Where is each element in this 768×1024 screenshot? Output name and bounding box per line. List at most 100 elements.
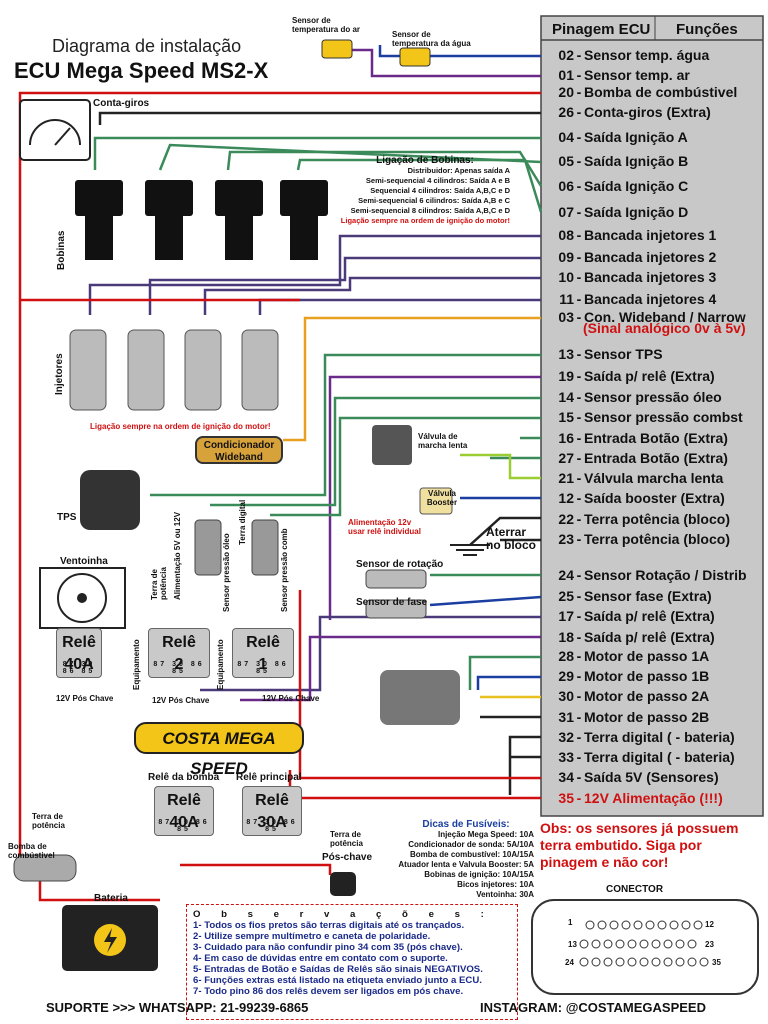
- wire-relay-19: [328, 375, 541, 620]
- wires: [18, 45, 543, 902]
- wire-5v: [298, 590, 541, 780]
- booster-supply-label: Alimentação 12v usar relê individual: [348, 518, 421, 536]
- conn-pin-1: 1: [568, 918, 573, 927]
- wire-step-1a: [468, 655, 541, 690]
- wire-gnd-22: [469, 516, 541, 546]
- pin-row: 08-Bancada injetores 1: [558, 227, 717, 243]
- connector-label: CONECTOR: [606, 884, 664, 895]
- wire-tach: [98, 111, 541, 125]
- wideband-conditioner: Condicionador Wideband: [195, 436, 283, 464]
- wire-ign-b: [158, 143, 542, 171]
- pin-row: 01-Sensor temp. ar: [558, 67, 690, 83]
- pin-row: 18-Saída p/ relê (Extra): [558, 629, 715, 645]
- ignition-label: Pós-chave: [322, 852, 373, 863]
- ecu-pin-panel: [540, 15, 764, 817]
- pin-03-note: (Sinal analógico 0v à 5v): [583, 320, 746, 336]
- tach-label: Conta-giros: [93, 98, 150, 109]
- pos-chave-label-2: 12V Pós Chave: [152, 696, 210, 705]
- water-sensor-label: Sensor de temperatura da água: [392, 30, 471, 48]
- stepper-motor: [380, 670, 460, 725]
- wire-relay-18: [240, 635, 541, 702]
- injectors-label: Injetores: [54, 353, 65, 395]
- tps-label: TPS: [57, 512, 77, 523]
- air-temp-sensor: [321, 39, 353, 59]
- pin-row: 05-Saída Ignição B: [558, 153, 689, 169]
- booster-valve-label: Válvula Booster: [426, 489, 458, 507]
- wire-gnd-32: [508, 735, 541, 795]
- wire-ign-d: [296, 158, 543, 213]
- wire-fuel-pump: [18, 91, 541, 880]
- pin-row: 22-Terra potência (bloco): [558, 511, 730, 527]
- injector-3: [184, 329, 222, 411]
- wire-inj-4: [258, 298, 541, 315]
- conn-pin-23: 23: [705, 940, 714, 949]
- coil-2: [145, 180, 193, 216]
- wire-wideband: [283, 316, 541, 442]
- pin-row: 26-Conta-giros (Extra): [558, 104, 711, 120]
- wire-inj-1: [88, 234, 541, 315]
- rpm-sensor: [365, 569, 427, 589]
- pin-row: 21-Válvula marcha lenta: [558, 470, 724, 486]
- pin-row: 32-Terra digital ( - bateria): [558, 729, 735, 745]
- main-power-ground-label: Terra de potência: [330, 830, 363, 848]
- coils-label: Bobinas: [56, 230, 67, 270]
- pin-row: 11-Bancada injetores 4: [559, 291, 717, 307]
- pin-row: 34-Saída 5V (Sensores): [558, 769, 719, 785]
- pin-row: 12-Saída booster (Extra): [558, 490, 725, 506]
- pin-row: 29-Motor de passo 1B: [558, 668, 710, 684]
- title-line1: Diagrama de instalação: [52, 36, 242, 56]
- sensor-ground-note: Obs: os sensores já possuem terra embuti…: [540, 820, 739, 870]
- pin-row: 27-Entrada Botão (Extra): [558, 450, 728, 466]
- wire-tps: [150, 353, 541, 497]
- pump-relay-label: Relê da bomba: [148, 772, 220, 783]
- injector-note: Ligação sempre na ordem de ignição do mo…: [90, 422, 271, 431]
- wire-inj-2: [148, 256, 541, 315]
- pin-row: 07-Saída Ignição D: [558, 204, 689, 220]
- pin-row: 06-Saída Ignição C: [558, 178, 689, 194]
- pin-header-func: Funções: [676, 21, 738, 38]
- wire-water-temp: [378, 45, 541, 58]
- pump-power-ground-label: Terra de potência: [32, 812, 65, 830]
- coil-3: [215, 180, 263, 216]
- wire-fuel-press: [270, 416, 541, 517]
- pin-row-12v: 35-12V Alimentação (!!!): [558, 790, 723, 806]
- wire-ign-c: [226, 150, 543, 187]
- ground-symbol: [450, 544, 490, 556]
- wire-oil: [210, 396, 541, 507]
- pin-row: 14-Sensor pressão óleo: [558, 389, 722, 405]
- idle-valve-label: Válvula de marcha lenta: [418, 432, 468, 450]
- equipment-label-1: Equipamento: [132, 639, 141, 690]
- ignition-key: [330, 872, 356, 896]
- wire-air-temp: [352, 48, 541, 78]
- pin-row: 28-Motor de passo 1A: [558, 648, 710, 664]
- title-line2: ECU Mega Speed MS2-X: [14, 58, 269, 83]
- conn-pin-12: 12: [705, 920, 714, 929]
- pin-row: 02-Sensor temp. água: [558, 47, 710, 63]
- ground-block-label: Aterrar no bloco: [486, 525, 536, 552]
- equipment-label-2: Equipamento: [216, 639, 225, 690]
- wire-relay-17: [200, 615, 541, 692]
- oil-pressure-sensor: [194, 519, 222, 576]
- coil-1: [75, 180, 123, 216]
- pin-row: 10-Bancada injetores 3: [558, 269, 717, 285]
- pin-row: 03-Con. Wideband / Narrow: [558, 309, 746, 325]
- fuel-pump-label: Bomba de combústivel: [8, 842, 55, 860]
- oil-sensor-label: Sensor pressão óleo: [222, 533, 231, 612]
- battery-label: Bateria: [94, 893, 128, 904]
- pin-row: 25-Sensor fase (Extra): [558, 588, 712, 604]
- phase-sensor-label: Sensor de fase: [356, 597, 428, 608]
- air-sensor-label: Sensor de temperatura do ar: [292, 16, 361, 34]
- support-footer: SUPORTE >>> WHATSAPP: 21-99239-6865: [46, 1000, 309, 1015]
- injector-2: [127, 329, 165, 411]
- injector-1: [69, 329, 107, 411]
- coil-legend: Ligação de Bobinas: Distribuidor: Apenas…: [340, 155, 510, 226]
- pin-row: 15-Sensor pressão combst: [558, 409, 743, 425]
- supply-label: Alimentação 5V ou 12V: [173, 511, 182, 600]
- conn-pin-35: 35: [712, 958, 721, 967]
- conn-pin-24: 24: [565, 958, 574, 967]
- rpm-sensor-label: Sensor de rotação: [356, 559, 444, 570]
- fuel-pump: [13, 854, 77, 882]
